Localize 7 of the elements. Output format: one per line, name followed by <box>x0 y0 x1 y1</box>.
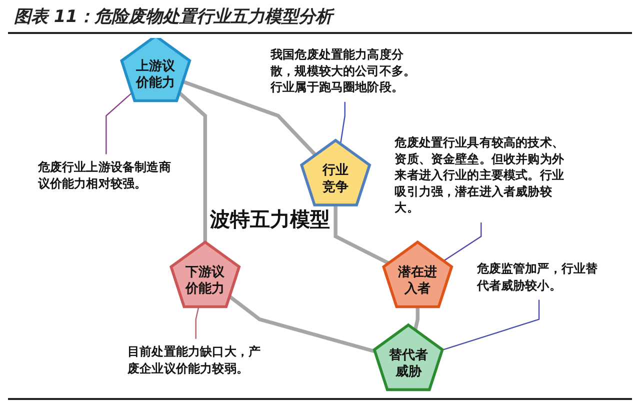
heading: 图表 11：危险废物处置行业五力模型分析 <box>14 6 333 28</box>
node-text: 我国危废处置能力高度分散，规模较大的公司不多。行业属于跑马圈地阶段。 <box>270 48 416 95</box>
center-label: 波特五力模型 <box>210 208 330 232</box>
node-text: 危废监管加严，行业替代者威胁较小。 <box>477 262 598 293</box>
node-text: 危废行业上游设备制造商议价能力相对较强。 <box>38 160 172 191</box>
node-text: 目前处置能力缺口大，产废企业议价能力较弱。 <box>128 345 261 376</box>
node-text: 危废处置行业具有较高的技术、资质、资金壁垒。但收并购为外来者进入行业的主要模式。行业吸引力强，潜在进入者威胁较大。 <box>395 136 564 216</box>
